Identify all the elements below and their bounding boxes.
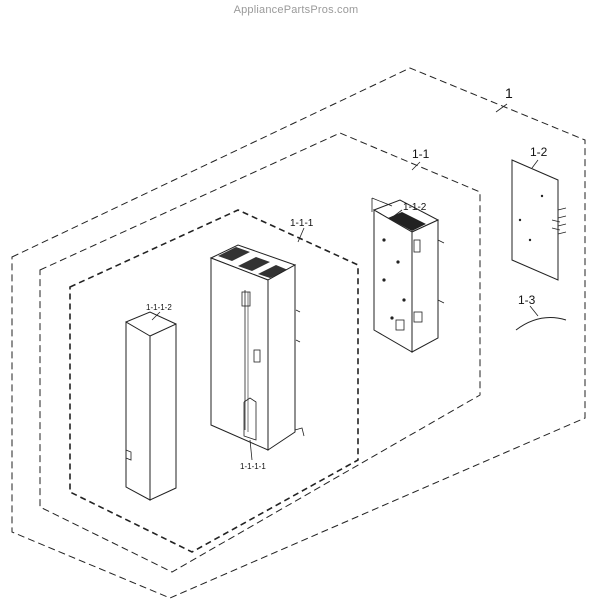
callout-1-1-1-1: 1-1-1-1 (240, 462, 266, 471)
callout-1-2: 1-2 (530, 145, 548, 159)
leader-line-1-3 (529, 305, 539, 317)
watermark: AppliancePartsPros.com (233, 4, 359, 16)
callout-1: 1 (505, 85, 513, 101)
callout-1-1: 1-1 (412, 147, 430, 161)
callout-1-1-1: 1-1-1 (290, 218, 314, 229)
leader-line-1 (495, 103, 508, 113)
leader-line-1-1-2 (393, 209, 403, 217)
callout-1-1-2: 1-1-2 (403, 202, 427, 213)
leader-line-1-1-1-1 (249, 439, 253, 461)
assembly-1-1-boundary (39, 132, 481, 573)
callout-1-3: 1-3 (518, 293, 536, 307)
leader-line-1-1 (411, 161, 421, 171)
part-main-housing[interactable] (209, 244, 305, 451)
part-pcb-board[interactable] (511, 159, 567, 281)
leader-line-1-2 (531, 159, 539, 169)
callout-1-1-1-2: 1-1-1-2 (146, 303, 172, 312)
assembly-1-boundary (11, 67, 586, 599)
part-control-bracket[interactable] (371, 197, 445, 353)
part-cover-panel[interactable] (125, 311, 177, 501)
leader-line-1-1-1-2 (151, 311, 161, 321)
leader-line-1-1-1 (297, 227, 305, 243)
part-wire-harness[interactable] (515, 317, 567, 331)
assembly-1-1-1-boundary (69, 209, 359, 553)
